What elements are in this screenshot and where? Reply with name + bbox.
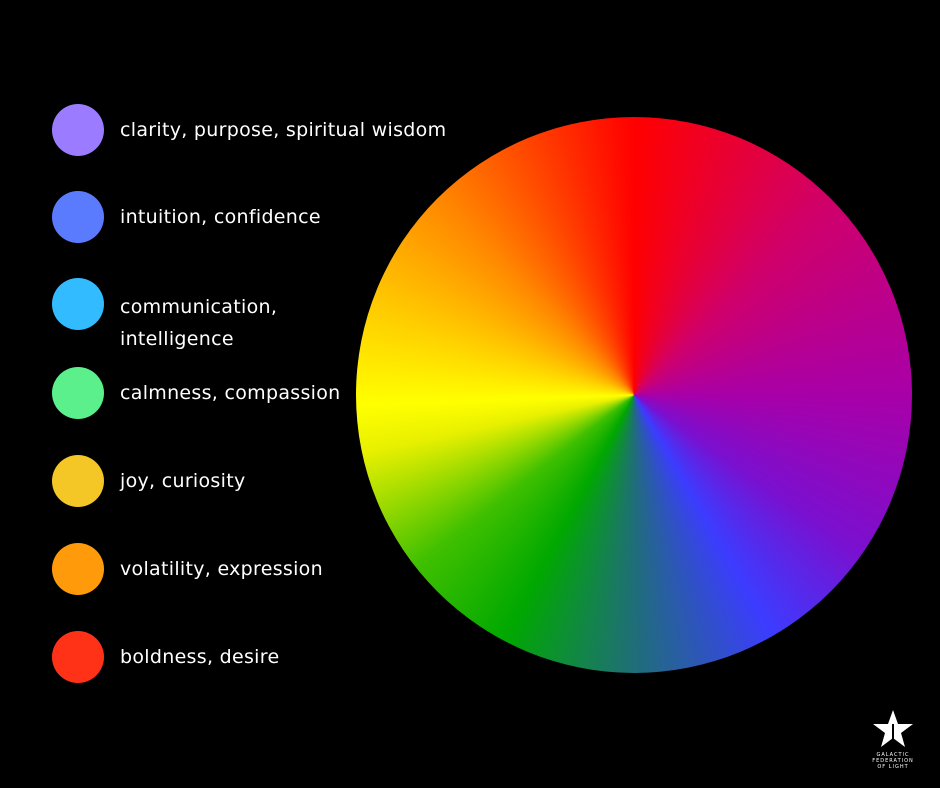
legend-item-red: boldness, desire (52, 631, 279, 683)
legend-item-indigo: intuition, confidence (52, 191, 321, 243)
legend-item-violet: clarity, purpose, spiritual wisdom (52, 104, 446, 156)
red-dot (52, 631, 104, 683)
star-icon (873, 710, 913, 747)
logo: GALACTIC FEDERATION OF LIGHT (868, 710, 918, 772)
legend-item-green: calmness, compassion (52, 367, 341, 419)
blue-dot (52, 278, 104, 330)
legend-item-orange: volatility, expression (52, 543, 323, 595)
color-wheel (356, 117, 912, 673)
violet-dot (52, 104, 104, 156)
legend-label: volatility, expression (120, 558, 323, 580)
indigo-dot (52, 191, 104, 243)
legend-label: intuition, confidence (120, 206, 321, 228)
yellow-dot (52, 455, 104, 507)
legend-label: calmness, compassion (120, 382, 341, 404)
orange-dot (52, 543, 104, 595)
legend-label: boldness, desire (120, 646, 280, 668)
legend-item-blue: communication, intelligence (52, 278, 290, 350)
legend-label: communication, intelligence (120, 296, 278, 350)
green-dot (52, 367, 104, 419)
legend-label: clarity, purpose, spiritual wisdom (120, 119, 447, 141)
legend-item-yellow: joy, curiosity (52, 455, 246, 507)
legend-label: joy, curiosity (120, 470, 246, 492)
logo-text: GALACTIC FEDERATION OF LIGHT (872, 752, 914, 770)
